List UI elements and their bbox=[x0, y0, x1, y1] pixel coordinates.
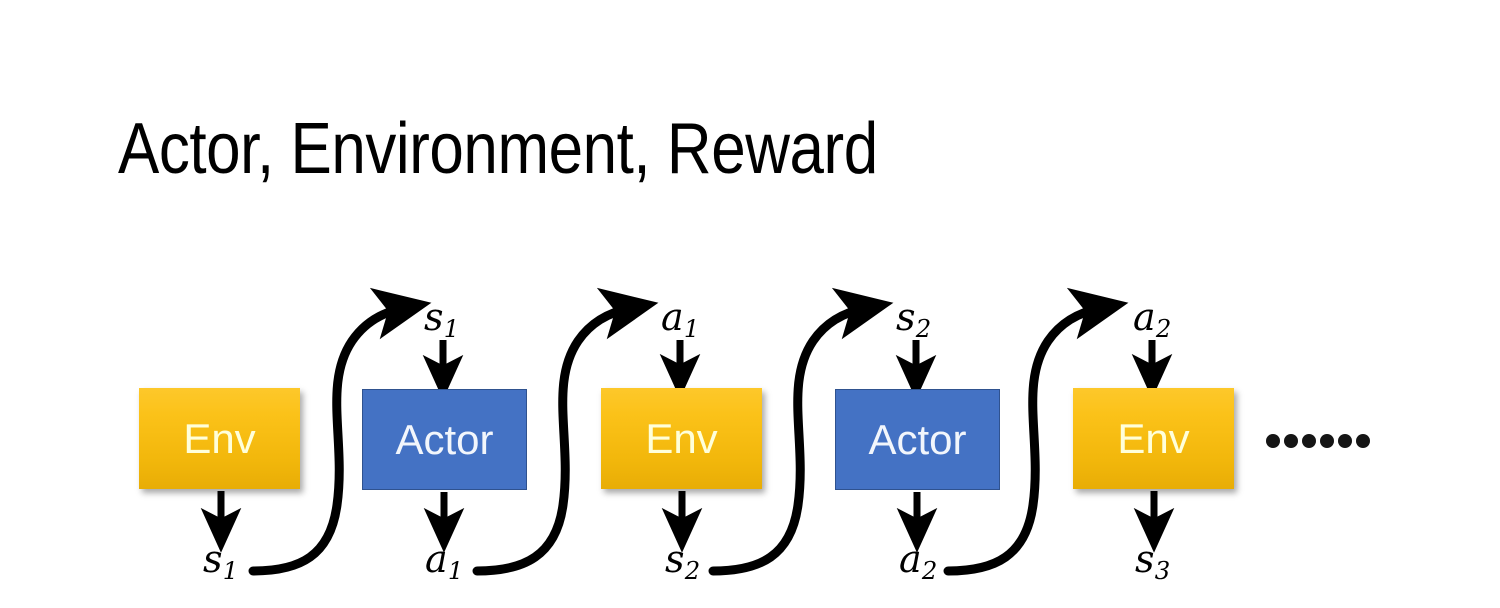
label-subscript: 2 bbox=[684, 555, 701, 585]
label-base: a bbox=[899, 537, 922, 581]
label-base: s bbox=[896, 295, 916, 339]
label-top-s2: s2 bbox=[896, 295, 931, 340]
node-actor-2[interactable]: Actor bbox=[835, 389, 1000, 490]
label-base: s bbox=[665, 537, 685, 581]
ellipsis-dot bbox=[1302, 434, 1316, 448]
ellipsis-dot bbox=[1266, 434, 1280, 448]
label-subscript: 1 bbox=[447, 555, 464, 585]
label-subscript: 2 bbox=[921, 555, 938, 585]
label-to-box-arrows bbox=[422, 340, 1173, 400]
label-top-a1: a1 bbox=[661, 295, 699, 340]
label-top-s1: s1 bbox=[424, 295, 459, 340]
label-bottom-s2: s2 bbox=[665, 537, 700, 582]
label-bottom-a1: a1 bbox=[425, 537, 463, 582]
node-env-1[interactable]: Env bbox=[139, 388, 300, 489]
node-label: Actor bbox=[868, 415, 967, 463]
ellipsis-dot bbox=[1338, 434, 1352, 448]
label-bottom-s3: s3 bbox=[1135, 537, 1170, 582]
node-label: Env bbox=[1117, 414, 1190, 462]
node-label: Env bbox=[183, 414, 256, 462]
label-subscript: 3 bbox=[1154, 555, 1171, 585]
label-subscript: 1 bbox=[683, 313, 700, 343]
node-label: Actor bbox=[395, 415, 494, 463]
node-label: Env bbox=[645, 414, 718, 462]
label-subscript: 2 bbox=[915, 313, 932, 343]
label-base: a bbox=[425, 537, 448, 581]
page-title: Actor, Environment, Reward bbox=[118, 109, 878, 189]
label-base: s bbox=[424, 295, 444, 339]
label-base: s bbox=[203, 537, 223, 581]
box-to-label-arrows bbox=[200, 491, 1175, 553]
label-subscript: 1 bbox=[222, 555, 239, 585]
ellipsis-dot bbox=[1356, 434, 1370, 448]
label-subscript: 2 bbox=[1155, 313, 1172, 343]
label-base: a bbox=[661, 295, 684, 339]
node-env-3[interactable]: Env bbox=[1073, 388, 1234, 489]
node-actor-1[interactable]: Actor bbox=[362, 389, 527, 490]
label-bottom-s1: s1 bbox=[203, 537, 238, 582]
ellipsis-dot bbox=[1284, 434, 1298, 448]
node-env-2[interactable]: Env bbox=[601, 388, 762, 489]
label-base: a bbox=[1133, 295, 1156, 339]
ellipsis-dot bbox=[1320, 434, 1334, 448]
label-subscript: 1 bbox=[443, 313, 460, 343]
label-bottom-a2: a2 bbox=[899, 537, 937, 582]
label-base: s bbox=[1135, 537, 1155, 581]
label-top-a2: a2 bbox=[1133, 295, 1171, 340]
continuation-ellipsis bbox=[1266, 434, 1370, 448]
